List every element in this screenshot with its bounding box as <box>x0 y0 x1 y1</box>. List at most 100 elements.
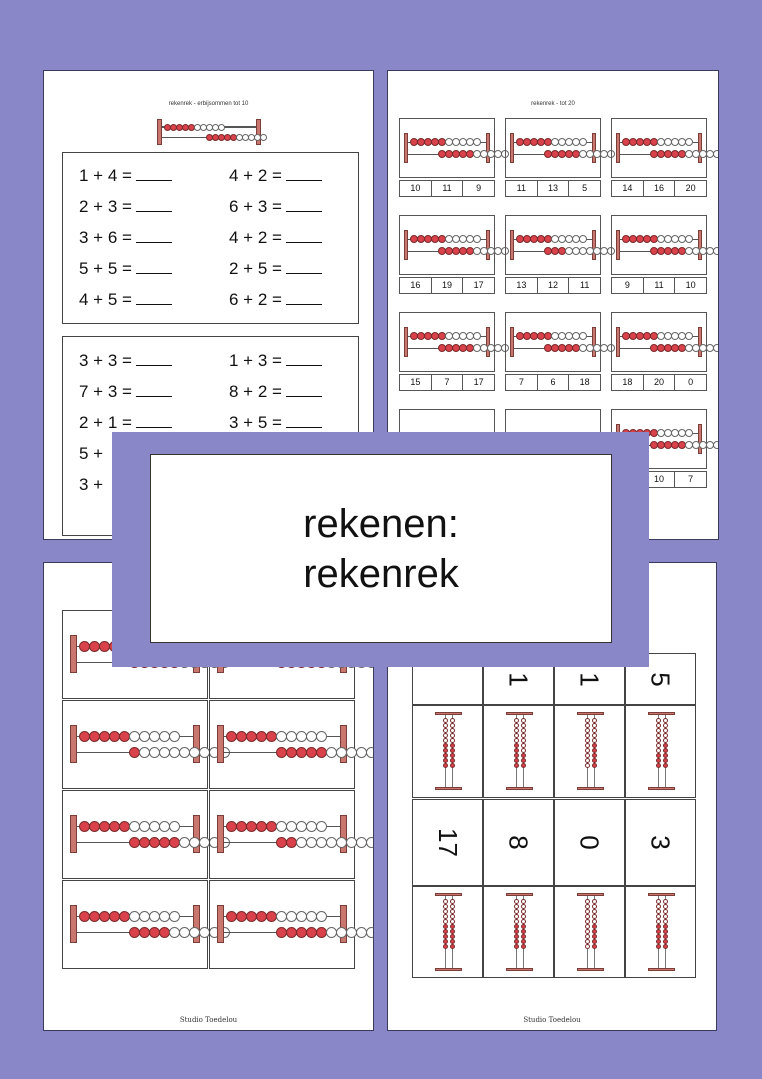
abacus-bead <box>514 748 519 753</box>
sheet1.box2-sum: 7 + 3 = <box>79 382 172 402</box>
abacus-frame-right <box>698 424 702 454</box>
abacus-card <box>399 215 509 275</box>
sheet1.box1-sum: 2 + 5 = <box>229 259 322 279</box>
abacus-bead <box>656 899 661 904</box>
answer-blank <box>135 382 172 397</box>
abacus-frame-bottom <box>506 968 533 971</box>
sum-text: 6 + 2 = <box>229 290 282 309</box>
abacus-bead <box>366 836 373 848</box>
abacus-bead <box>521 718 526 723</box>
abacus-bead <box>521 929 526 934</box>
abacus-bead <box>585 914 590 919</box>
abacus-bead <box>585 763 590 768</box>
abacus-frame-top <box>648 893 675 896</box>
abacus-frame-right <box>592 327 596 357</box>
abacus-bead <box>450 753 455 758</box>
abacus-bead <box>450 718 455 723</box>
abacus-frame-left <box>70 725 77 763</box>
answer-option: 15 <box>400 375 432 390</box>
sum-text: 6 + 3 = <box>229 197 282 216</box>
abacus-card <box>412 705 483 798</box>
abacus-bead <box>585 934 590 939</box>
abacus-bead <box>443 753 448 758</box>
sum-text: 2 + 5 = <box>229 259 282 278</box>
abacus-bead <box>521 909 526 914</box>
abacus-bead <box>663 909 668 914</box>
abacus-bead <box>521 934 526 939</box>
sheet1.box2-sum: 3 + 3 = <box>79 351 172 371</box>
sheet1.box2-sum: 1 + 3 = <box>229 351 322 371</box>
abacus-frame-top <box>435 893 462 896</box>
abacus-frame-right <box>193 905 200 943</box>
abacus-bead <box>443 919 448 924</box>
answer-option: 6 <box>538 375 570 390</box>
abacus-bead <box>663 929 668 934</box>
abacus-frame-bottom <box>577 968 604 971</box>
abacus-bead <box>521 728 526 733</box>
abacus-bead <box>713 344 718 352</box>
abacus-bead <box>656 753 661 758</box>
abacus-frame-left <box>510 327 514 357</box>
abacus-card <box>209 790 373 879</box>
abacus-bead <box>663 899 668 904</box>
abacus-bead <box>585 723 590 728</box>
abacus-frame-left <box>510 133 514 163</box>
abacus-bead <box>450 934 455 939</box>
abacus-bead <box>656 934 661 939</box>
sheet1.box2-sum: 8 + 2 = <box>229 382 322 402</box>
abacus <box>404 133 509 163</box>
abacus-frame-left <box>510 230 514 260</box>
abacus-frame-right <box>592 133 596 163</box>
sum-text: 7 + 3 = <box>79 382 132 401</box>
abacus-bead <box>713 441 718 449</box>
abacus-bead <box>514 723 519 728</box>
answer-blank <box>285 351 322 366</box>
abacus-bead <box>585 718 590 723</box>
abacus-card <box>62 880 230 969</box>
abacus-bead <box>514 738 519 743</box>
abacus-frame-top <box>648 712 675 715</box>
abacus-frame-bottom <box>435 968 462 971</box>
title-banner: rekenen: rekenrek <box>150 454 612 643</box>
abacus-bead <box>521 904 526 909</box>
vertical-abacus <box>577 893 604 971</box>
sum-text: 3 + <box>79 475 104 494</box>
abacus-bead <box>592 934 597 939</box>
abacus-card <box>399 118 509 178</box>
sum-text: 4 + 5 = <box>79 290 132 309</box>
abacus-bead <box>656 758 661 763</box>
abacus-bead <box>585 919 590 924</box>
number-value: 1 <box>575 671 605 687</box>
abacus-bead <box>521 924 526 929</box>
abacus-bead <box>656 723 661 728</box>
abacus-bead <box>656 924 661 929</box>
abacus-card <box>554 705 625 798</box>
abacus-bead <box>656 929 661 934</box>
answer-option: 13 <box>538 181 570 196</box>
abacus-bead <box>521 763 526 768</box>
abacus-bead <box>685 332 693 340</box>
abacus <box>217 725 373 763</box>
abacus-card <box>611 118 718 178</box>
abacus-bead <box>663 758 668 763</box>
abacus-card <box>625 886 696 978</box>
abacus-bead <box>514 758 519 763</box>
sheet1.box1-sum: 3 + 6 = <box>79 228 172 248</box>
answer-option: 16 <box>644 181 676 196</box>
abacus-frame-top <box>435 712 462 715</box>
abacus-bead <box>316 730 327 742</box>
abacus-bead <box>592 909 597 914</box>
vertical-abacus <box>648 893 675 971</box>
sum-text: 2 + 1 = <box>79 413 132 432</box>
abacus-frame-left <box>404 327 408 357</box>
abacus-bead <box>443 934 448 939</box>
vertical-abacus <box>435 893 462 971</box>
abacus-bead <box>663 753 668 758</box>
abacus-bead <box>450 743 455 748</box>
abacus-bead <box>450 738 455 743</box>
sheet-title: rekenrek - tot 20 <box>531 101 575 107</box>
abacus-bead <box>592 924 597 929</box>
